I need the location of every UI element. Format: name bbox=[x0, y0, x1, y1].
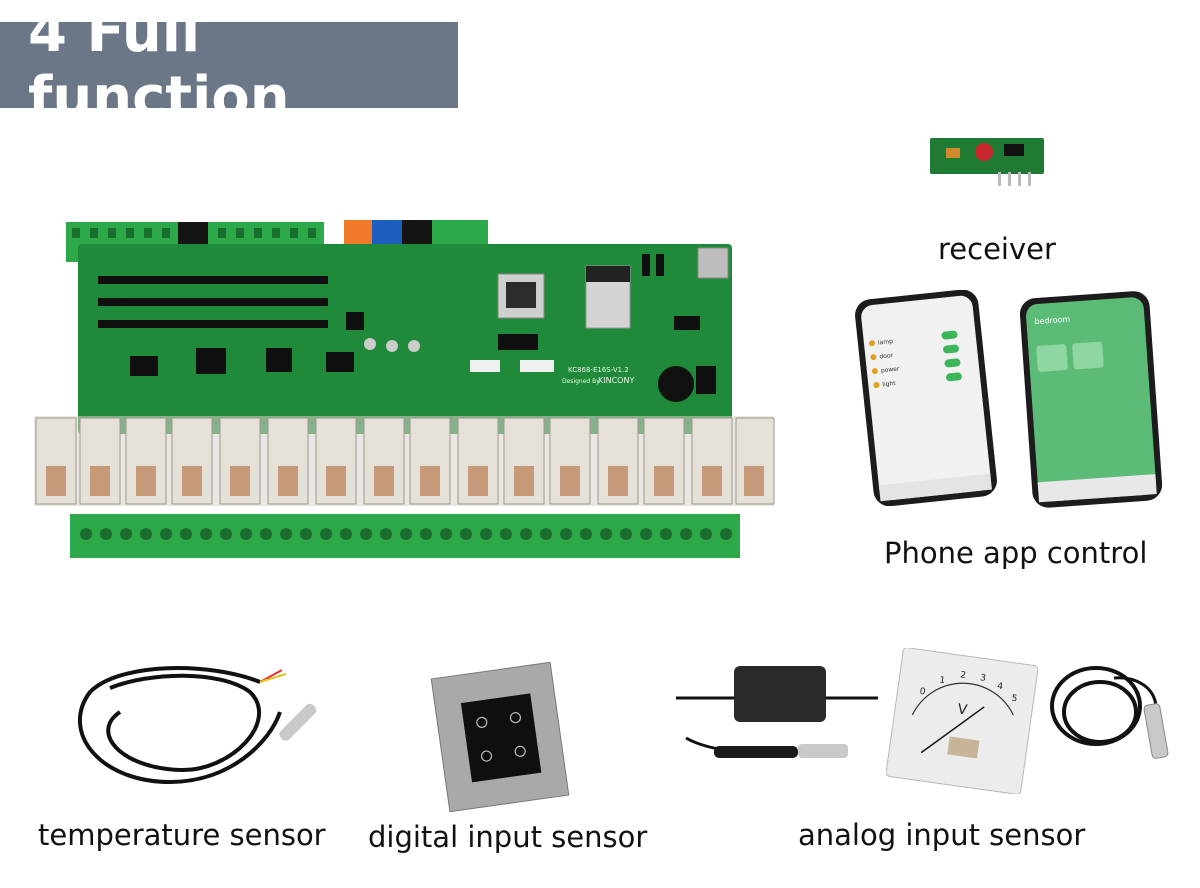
meter-unit: V bbox=[956, 701, 968, 718]
phone-left-image: lamp door power light bbox=[844, 290, 1006, 506]
board-model-label: KC868-E16S-V1.2 bbox=[568, 366, 629, 374]
temperature-caption: temperature sensor bbox=[38, 818, 326, 852]
analog-caption: analog input sensor bbox=[798, 818, 1086, 852]
meter-tick-4: 4 bbox=[996, 682, 1003, 693]
phone-item-4: light bbox=[882, 380, 897, 388]
meter-tick-1: 1 bbox=[939, 676, 946, 687]
phone-right-header: bedroom bbox=[1034, 315, 1071, 326]
temperature-sensor-image bbox=[60, 652, 320, 802]
board-designed-label: Designed By bbox=[562, 378, 600, 385]
meter-tick-5: 5 bbox=[1011, 694, 1018, 705]
digital-input-sensor-image bbox=[430, 662, 570, 812]
meter-tick-2: 2 bbox=[960, 670, 967, 681]
relay-controller-board-image: KC868-E16S-V1.2 Designed By KINCONY bbox=[28, 216, 780, 566]
receiver-module-image bbox=[928, 128, 1048, 190]
digital-caption: digital input sensor bbox=[368, 820, 648, 854]
phone-item-3: power bbox=[881, 365, 901, 374]
receiver-caption: receiver bbox=[938, 232, 1056, 266]
analog-voltmeter-image: 0 1 2 3 4 5 V bbox=[886, 648, 1038, 794]
board-brand-label: KINCONY bbox=[598, 376, 634, 385]
meter-tick-3: 3 bbox=[979, 673, 986, 684]
title-banner: 4 Full function bbox=[0, 0, 458, 130]
phone-item-2: door bbox=[879, 352, 894, 360]
analog-probe-image bbox=[1044, 656, 1180, 770]
meter-tick-0: 0 bbox=[919, 687, 926, 698]
analog-transmitter-image bbox=[674, 658, 880, 768]
page-title: 4 Full function bbox=[28, 0, 290, 130]
phone-right-image: bedroom bbox=[1014, 290, 1180, 508]
phone-item-1: lamp bbox=[878, 338, 894, 347]
phone-caption: Phone app control bbox=[884, 536, 1148, 570]
